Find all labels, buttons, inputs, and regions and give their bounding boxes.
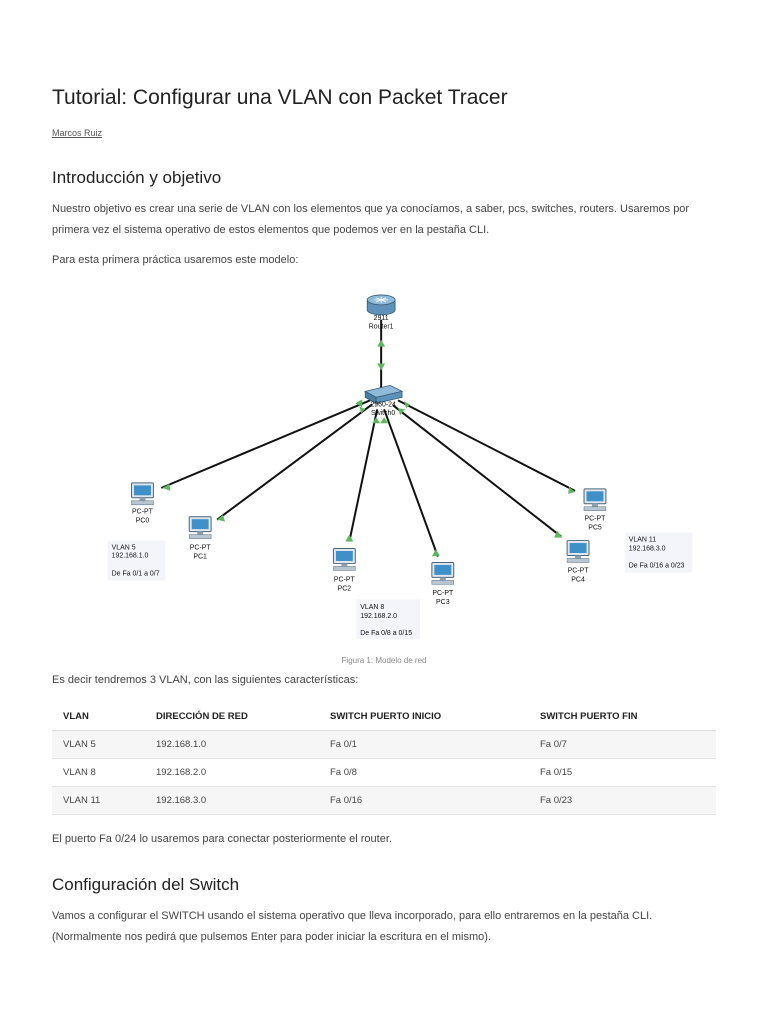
port-indicators	[162, 339, 576, 557]
router-name-label: Router1	[369, 324, 394, 331]
link-pc3	[383, 408, 439, 557]
table-cell: VLAN 5	[52, 730, 145, 759]
table-cell: Fa 0/15	[529, 758, 716, 787]
computer-icon	[431, 561, 455, 585]
switch-icon	[364, 385, 404, 404]
intro-paragraph-2: Para esta primera práctica usaremos este…	[52, 254, 299, 266]
note-line: De Fa 0/8 a 0/15	[360, 630, 412, 637]
column-header: DIRECCIÓN DE RED	[145, 703, 319, 731]
table-cell: Fa 0/23	[529, 786, 716, 815]
note-line: VLAN 8	[360, 604, 384, 611]
link-pc0	[160, 399, 371, 489]
table-cell: 192.168.1.0	[145, 730, 319, 759]
computer-icon	[188, 516, 212, 540]
vlan-table: VLAN DIRECCIÓN DE RED SWITCH PUERTO INIC…	[52, 703, 716, 815]
note-line: 192.168.2.0	[360, 613, 397, 620]
pc-type-label: PC-PT	[132, 509, 154, 516]
after-table-paragraph: El puerto Fa 0/24 lo usaremos para conec…	[52, 833, 392, 845]
vlan-note-8: VLAN 8 192.168.2.0 De Fa 0/8 a 0/15	[356, 599, 420, 640]
pc-type-label: PC-PT	[568, 567, 590, 574]
switch-name-label: Switch0	[371, 410, 395, 417]
switch-model-label: 2960-24	[370, 401, 396, 408]
pc-type-label: PC-PT	[432, 590, 454, 597]
table-cell: Fa 0/16	[319, 786, 529, 815]
note-line: De Fa 0/16 a 0/23	[629, 562, 685, 569]
table-header-row: VLAN DIRECCIÓN DE RED SWITCH PUERTO INIC…	[52, 703, 716, 731]
note-line: VLAN 5	[112, 545, 136, 552]
table-cell: VLAN 8	[52, 758, 145, 787]
pc-type-label: PC-PT	[334, 576, 356, 583]
intro-paragraph-1: Nuestro objetivo es crear una serie de V…	[52, 203, 690, 236]
pc-name-label: PC5	[588, 525, 602, 532]
pc-device-pc0[interactable]: PC-PT PC0	[131, 482, 154, 525]
pc-name-label: PC0	[136, 518, 150, 525]
note-line: 192.168.3.0	[629, 546, 666, 553]
switch-paragraph-1: Vamos a configurar el SWITCH usando el s…	[52, 910, 653, 943]
link-pc5	[397, 399, 576, 492]
page-title: Tutorial: Configurar una VLAN con Packet…	[52, 86, 508, 109]
network-links	[160, 319, 576, 557]
table-cell: Fa 0/7	[529, 730, 716, 759]
router-model-label: 2911	[374, 315, 389, 322]
intro-paragraph-3: Es decir tendremos 3 VLAN, con las sigui…	[52, 674, 359, 686]
link-pc1	[216, 403, 373, 521]
computer-icon	[131, 482, 154, 506]
pc-name-label: PC2	[338, 585, 352, 592]
table-row: VLAN 5 192.168.1.0 Fa 0/1 Fa 0/7	[52, 730, 716, 759]
pc-device-pc2[interactable]: PC-PT PC2	[332, 548, 356, 593]
note-line: De Fa 0/1 a 0/7	[112, 570, 160, 577]
vlan-note-11: VLAN 11 192.168.3.0 De Fa 0/16 a 0/23	[624, 532, 693, 573]
pc-type-label: PC-PT	[585, 516, 607, 523]
switch-device[interactable]: 2960-24 Switch0	[364, 385, 404, 417]
computer-icon	[566, 540, 590, 563]
table-row: VLAN 8 192.168.2.0 Fa 0/8 Fa 0/15	[52, 758, 716, 787]
pc-name-label: PC1	[193, 553, 207, 560]
computer-icon	[332, 548, 356, 571]
table-cell: Fa 0/1	[319, 730, 529, 759]
table-cell: 192.168.2.0	[145, 758, 319, 787]
table-cell: VLAN 11	[52, 786, 145, 815]
table-cell: 192.168.3.0	[145, 786, 319, 815]
table-row: VLAN 11 192.168.3.0 Fa 0/16 Fa 0/23	[52, 786, 716, 815]
column-header: SWITCH PUERTO FIN	[529, 703, 716, 731]
pc-type-label: PC-PT	[190, 545, 212, 552]
pc-name-label: PC3	[436, 599, 450, 606]
link-pc2	[348, 409, 379, 542]
pc-device-pc1[interactable]: PC-PT PC1	[188, 516, 212, 561]
note-line: VLAN 11	[629, 537, 656, 544]
vlan-note-5: VLAN 5 192.168.1.0 De Fa 0/1 a 0/7	[107, 540, 166, 581]
table-cell: Fa 0/8	[319, 758, 529, 787]
router-device[interactable]: 2911 Router1	[366, 294, 396, 331]
pc-device-pc3[interactable]: PC-PT PC3	[431, 561, 455, 606]
note-line: 192.168.1.0	[112, 552, 149, 559]
column-header: VLAN	[52, 703, 145, 731]
link-pc4	[392, 404, 562, 538]
figure-caption: Figura 1: Modelo de red	[341, 656, 427, 665]
section-heading-intro: Introducción y objetivo	[52, 168, 222, 187]
column-header: SWITCH PUERTO INICIO	[319, 703, 529, 731]
network-diagram: 2911 Router1 2960-24 Switch0 PC-PT PC0 P…	[107, 294, 693, 640]
router-icon	[366, 294, 396, 316]
pc-device-pc4[interactable]: PC-PT PC4	[566, 540, 590, 584]
pc-name-label: PC4	[571, 576, 585, 583]
author-link[interactable]: Marcos Ruiz	[52, 128, 103, 138]
section-heading-switch: Configuración del Switch	[52, 875, 240, 894]
pc-device-pc5[interactable]: PC-PT PC5	[583, 488, 607, 532]
computer-icon	[583, 488, 607, 512]
